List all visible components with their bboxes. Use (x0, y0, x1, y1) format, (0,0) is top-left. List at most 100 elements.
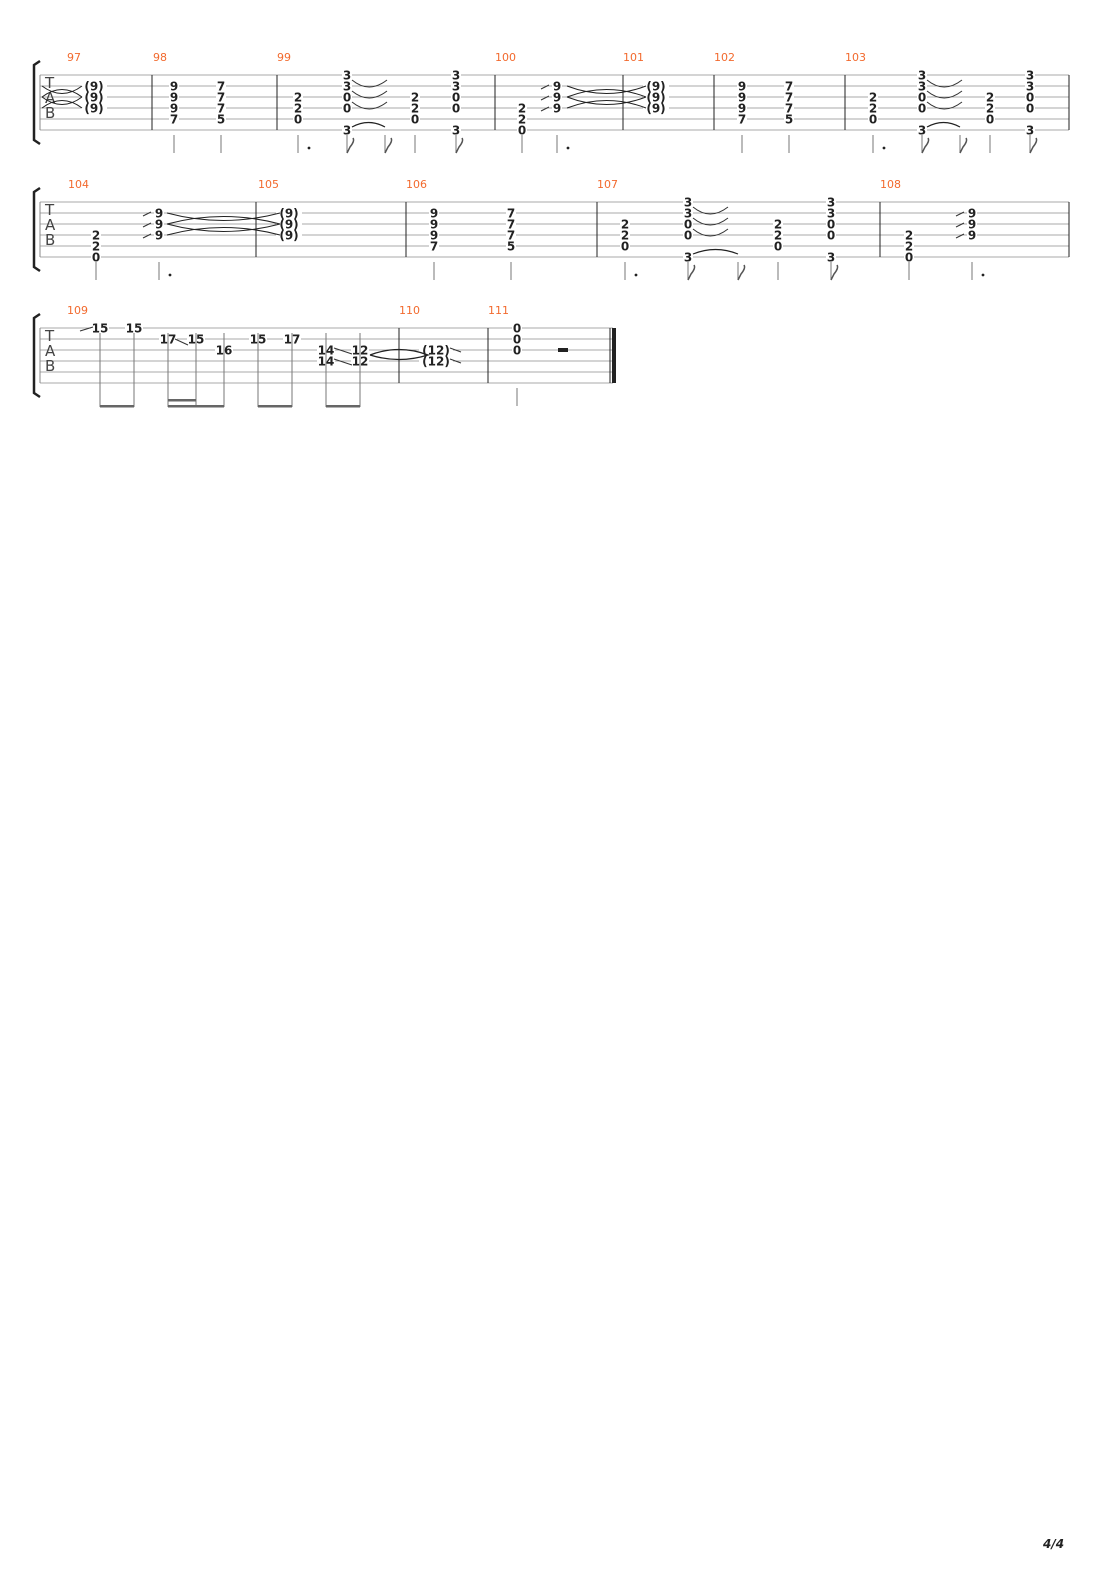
measure-number: 106 (406, 178, 427, 191)
eighth-flag (1029, 137, 1038, 154)
fret-bg (517, 125, 527, 135)
fret-bg (81, 103, 107, 113)
slide-mark (955, 211, 965, 217)
fret-bg (429, 208, 439, 218)
fret-bg (683, 208, 693, 218)
fret-number: (9) (84, 102, 103, 116)
tie-curve (566, 96, 647, 105)
fret-bg (410, 103, 420, 113)
dot (566, 146, 570, 150)
fret-number: 2 (621, 218, 629, 232)
fret-bg (773, 219, 783, 229)
let-ring-curve (692, 206, 729, 215)
fret-bg (737, 114, 747, 124)
fret-bg (81, 92, 107, 102)
fret-number: 2 (92, 229, 100, 243)
fret-number: 15 (92, 322, 109, 336)
fret-bg (451, 81, 461, 91)
fret-number: 7 (217, 91, 225, 105)
fret-bg (169, 92, 179, 102)
slide-mark (79, 326, 94, 332)
fret-number: 3 (684, 251, 692, 265)
fret-bg (683, 230, 693, 240)
fret-number: 9 (553, 102, 561, 116)
dot (981, 273, 985, 277)
fret-number: 2 (92, 240, 100, 254)
fret-bg (216, 81, 226, 91)
beam (100, 405, 134, 408)
fret-bg (451, 92, 461, 102)
fret-bg (826, 230, 836, 240)
measure-number: 100 (495, 51, 516, 64)
fret-number: 0 (343, 91, 351, 105)
measure-number: 101 (623, 51, 644, 64)
fret-number: 2 (905, 240, 913, 254)
fret-bg (1025, 70, 1035, 80)
eighth-flag (687, 264, 696, 281)
fret-bg (552, 103, 562, 113)
tab-clef-letter: T (44, 327, 55, 345)
system-bracket (32, 186, 41, 273)
eighth-flag (921, 137, 930, 154)
fret-number: 0 (411, 113, 419, 127)
fret-bg (784, 81, 794, 91)
fret-bg (826, 219, 836, 229)
fret-bg (683, 252, 693, 262)
tie-curve (41, 96, 83, 105)
tab-clef-letter: A (45, 216, 56, 234)
fret-bg (216, 103, 226, 113)
slide-mark (540, 84, 550, 90)
fret-bg (410, 92, 420, 102)
fret-bg (784, 114, 794, 124)
fret-number: 9 (430, 207, 438, 221)
fret-bg (683, 197, 693, 207)
tie-curve (166, 216, 281, 225)
fret-number: (9) (279, 218, 298, 232)
fret-number: 0 (905, 251, 913, 265)
fret-number: 7 (785, 91, 793, 105)
fret-bg (276, 208, 302, 218)
fret-number: 5 (217, 113, 225, 127)
slide-mark (142, 222, 152, 228)
fret-number: 0 (513, 322, 521, 336)
system-bracket (32, 312, 41, 399)
fret-bg (620, 219, 630, 229)
fret-bg (216, 92, 226, 102)
fret-number: 9 (968, 218, 976, 232)
fret-bg (826, 252, 836, 262)
let-ring-curve (351, 79, 388, 88)
fret-number: 7 (507, 229, 515, 243)
fret-bg (1025, 81, 1035, 91)
tie-arc (926, 121, 961, 128)
fret-bg (643, 103, 669, 113)
measure-number: 110 (399, 304, 420, 317)
fret-bg (985, 92, 995, 102)
fret-bg (620, 241, 630, 251)
beam (326, 405, 360, 408)
tab-clef-letter: A (45, 89, 56, 107)
fret-number: 2 (411, 102, 419, 116)
fret-number: 2 (518, 113, 526, 127)
dot (882, 146, 886, 150)
page-number: 4/4 (1043, 1537, 1065, 1551)
fret-number: 5 (785, 113, 793, 127)
fret-number: 9 (155, 218, 163, 232)
fret-bg (917, 92, 927, 102)
measure-number: 111 (488, 304, 509, 317)
fret-bg (1025, 125, 1035, 135)
slide-mark (142, 233, 152, 239)
fret-number: 7 (217, 102, 225, 116)
fret-bg (91, 252, 101, 262)
fret-number: 0 (452, 102, 460, 116)
slide-mark (449, 347, 462, 353)
fret-number: 0 (774, 240, 782, 254)
measure-number: 99 (277, 51, 291, 64)
measure-number: 97 (67, 51, 81, 64)
fret-number: 0 (918, 91, 926, 105)
fret-number: 2 (621, 229, 629, 243)
fret-bg (169, 114, 179, 124)
eighth-flag (959, 137, 968, 154)
fret-bg (506, 241, 516, 251)
fret-bg (985, 114, 995, 124)
fret-bg (552, 81, 562, 91)
